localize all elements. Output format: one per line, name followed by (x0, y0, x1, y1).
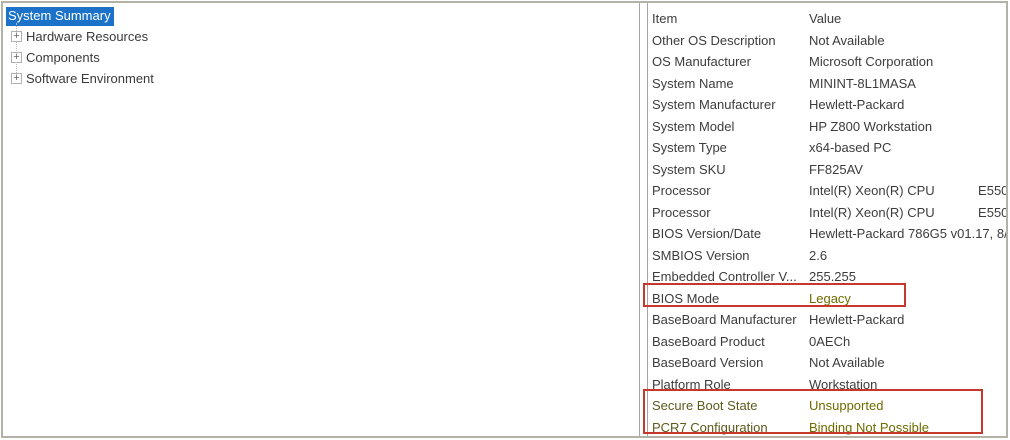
table-row[interactable]: System Type x64-based PC (648, 137, 1006, 159)
tree-item-label: Hardware Resources (26, 29, 149, 44)
table-row[interactable]: BaseBoard Manufacturer Hewlett-Packard (648, 309, 1006, 331)
table-row[interactable]: Processor Intel(R) Xeon(R) CPU E5506 (648, 180, 1006, 202)
value-cell: 255.255 (809, 269, 856, 285)
value-cell: FF825AV (809, 161, 863, 177)
value-cell: Unsupported (809, 398, 884, 414)
item-cell: Embedded Controller V... (652, 269, 797, 285)
item-cell: PCR7 Configuration (652, 419, 768, 435)
value-cell: Hewlett-Packard (809, 312, 905, 328)
table-row[interactable]: Other OS Description Not Available (648, 30, 1006, 52)
expand-icon[interactable]: + (11, 52, 22, 63)
value-cell: Not Available (809, 32, 885, 48)
value-cell: Binding Not Possible (809, 419, 929, 435)
item-cell: Secure Boot State (652, 398, 758, 414)
value-cell: Legacy (809, 290, 851, 306)
value-cell: MININT-8L1MASA (809, 75, 916, 91)
pane-splitter[interactable] (640, 3, 648, 436)
expand-icon[interactable]: + (11, 31, 22, 42)
table-row[interactable]: Embedded Controller V... 255.255 (648, 266, 1006, 288)
table-row[interactable]: BaseBoard Product 0AECh (648, 331, 1006, 353)
table-row[interactable]: PCR7 Configuration Binding Not Possible (648, 417, 1006, 437)
item-cell: Other OS Description (652, 32, 776, 48)
item-cell: Processor (652, 183, 711, 199)
table-row[interactable]: Secure Boot State Unsupported (648, 395, 1006, 417)
item-cell: System Manufacturer (652, 97, 776, 113)
column-header-item[interactable]: Item (652, 11, 678, 27)
table-row[interactable]: System Model HP Z800 Workstation (648, 116, 1006, 138)
table-row[interactable]: BIOS Mode Legacy (648, 288, 1006, 310)
table-row[interactable]: BIOS Version/Date Hewlett-Packard 786G5 v… (648, 223, 1006, 245)
value-cell: 0AECh (809, 333, 851, 349)
expand-icon[interactable]: + (11, 73, 22, 84)
table-row[interactable]: Processor Intel(R) Xeon(R) CPU E5506 (648, 202, 1006, 224)
item-cell: BaseBoard Product (652, 333, 765, 349)
item-cell: System Model (652, 118, 735, 134)
item-cell: BaseBoard Manufacturer (652, 312, 797, 328)
tree-item-components[interactable]: + Components (6, 47, 639, 68)
item-cell: Processor (652, 204, 711, 220)
table-row[interactable]: Platform Role Workstation (648, 374, 1006, 396)
value-cell: Microsoft Corporation (809, 54, 934, 70)
table-row[interactable]: SMBIOS Version 2.6 (648, 245, 1006, 267)
item-cell: System Type (652, 140, 727, 156)
item-cell: BIOS Mode (652, 290, 720, 306)
table-row[interactable]: System Manufacturer Hewlett-Packard (648, 94, 1006, 116)
category-tree-pane: System Summary + Hardware Resources + Co… (3, 3, 640, 436)
table-row[interactable]: BaseBoard Version Not Available (648, 352, 1006, 374)
value-cell: Hewlett-Packard 786G5 v01.17, 8/ (809, 226, 1006, 242)
tree-connector-line (16, 23, 17, 79)
table-row[interactable]: System SKU FF825AV (648, 159, 1006, 181)
table-header-row: Item Value (648, 8, 1006, 30)
item-cell: System SKU (652, 161, 726, 177)
value-cell: HP Z800 Workstation (809, 118, 933, 134)
value-cell: Workstation (809, 376, 878, 392)
tree-item-software-environment[interactable]: + Software Environment (6, 68, 639, 89)
item-cell: OS Manufacturer (652, 54, 751, 70)
item-cell: BaseBoard Version (652, 355, 764, 371)
item-cell: SMBIOS Version (652, 247, 750, 263)
value-cell: Not Available (809, 355, 885, 371)
tree-item-label: Software Environment (26, 71, 154, 86)
item-cell: Platform Role (652, 376, 731, 392)
item-cell: System Name (652, 75, 734, 91)
value-cell: Intel(R) Xeon(R) CPU E5506 (809, 183, 1006, 199)
table-row[interactable]: System Name MININT-8L1MASA (648, 73, 1006, 95)
value-cell: Intel(R) Xeon(R) CPU E5506 (809, 204, 1006, 220)
value-cell: 2.6 (809, 247, 828, 263)
tree-item-label: Components (26, 50, 100, 65)
tree-item-hardware-resources[interactable]: + Hardware Resources (6, 26, 639, 47)
value-cell: x64-based PC (809, 140, 892, 156)
item-cell: BIOS Version/Date (652, 226, 762, 242)
value-cell: Hewlett-Packard (809, 97, 905, 113)
table-row[interactable]: OS Manufacturer Microsoft Corporation (648, 51, 1006, 73)
column-header-value[interactable]: Value (809, 11, 842, 27)
tree-item-system-summary[interactable]: System Summary (6, 7, 114, 26)
